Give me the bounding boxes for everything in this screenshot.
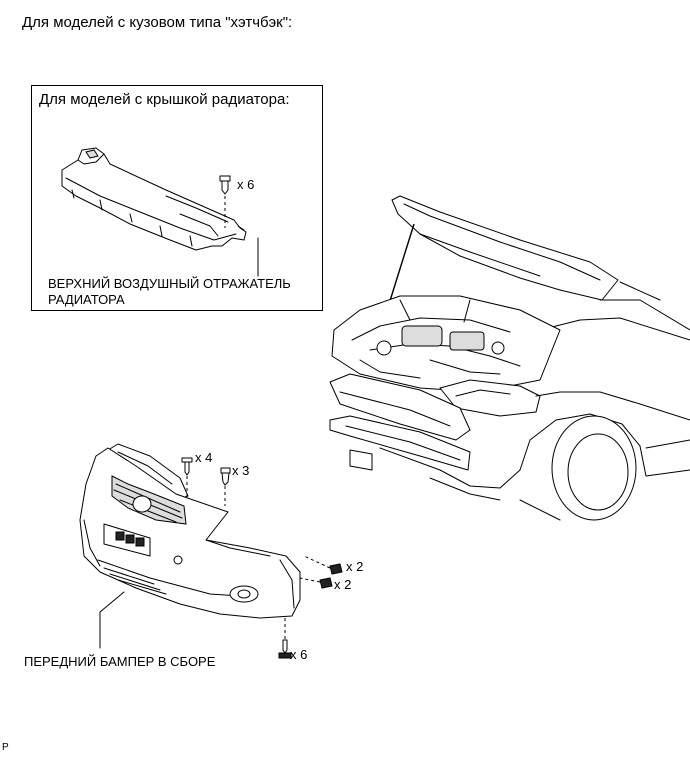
radiator-cover-inset: Для моделей с крышкой радиатора:	[31, 85, 323, 311]
bumper-bottom-bolt-icon	[278, 639, 292, 659]
bumper-bottom-bolt-qty: x 6	[290, 647, 308, 662]
inset-title: Для моделей с крышкой радиатора:	[39, 91, 290, 108]
page-title: Для моделей с кузовом типа "хэтчбэк":	[22, 14, 293, 31]
bumper-top-bolt-qty: x 4	[195, 450, 213, 465]
bumper-top-bolt-icon	[181, 457, 193, 476]
bumper-label-leader	[99, 591, 125, 649]
footer-code: P	[2, 742, 9, 753]
bumper-side-screw-icon	[329, 563, 343, 575]
bumper-part-label: ПЕРЕДНИЙ БАМПЕР В СБОРЕ	[24, 654, 216, 669]
bumper-top-clip-qty: x 3	[232, 463, 250, 478]
bumper-top-clip-icon	[220, 467, 231, 486]
bumper-side-clip-icon	[319, 577, 333, 589]
deflector-label-line2: РАДИАТОРА	[48, 292, 125, 307]
deflector-label-line1: ВЕРХНИЙ ВОЗДУШНЫЙ ОТРАЖАТЕЛЬ	[48, 276, 291, 291]
front-bumper-drawing	[79, 443, 301, 619]
bumper-side-clip-leader	[299, 577, 321, 583]
car-front-drawing	[329, 195, 690, 521]
deflector-part-label: ВЕРХНИЙ ВОЗДУШНЫЙ ОТРАЖАТЕЛЬ РАДИАТОРА	[48, 276, 291, 308]
radiator-air-deflector-drawing	[61, 147, 247, 251]
bumper-side-screw-qty: x 2	[346, 559, 364, 574]
bumper-side-clip-qty: x 2	[334, 577, 352, 592]
deflector-fastener-qty: x 6	[237, 177, 255, 192]
bumper-side-screw-leader	[303, 555, 331, 569]
deflector-clip-icon	[219, 175, 231, 195]
